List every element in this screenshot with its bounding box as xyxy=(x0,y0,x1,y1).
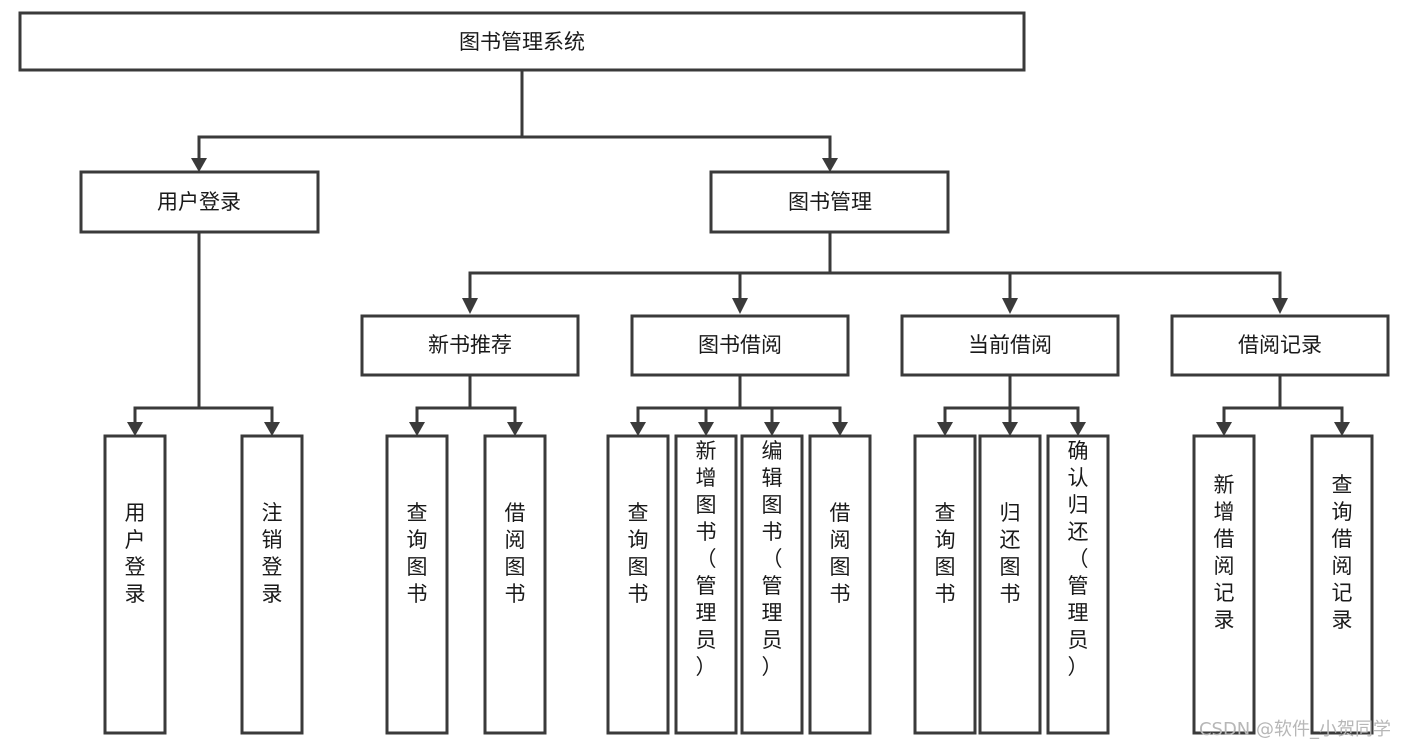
node-leaf-query-book-1-label: 查询图书 xyxy=(407,501,428,606)
node-leaf-query-book-1-box[interactable] xyxy=(385,434,449,735)
node-current-borrow-label: 当前借阅 xyxy=(968,333,1052,357)
node-leaf-confirm-return-admin-label: 确认归还（管理员） xyxy=(1068,439,1089,679)
node-leaf-query-borrow-record-label: 查询借阅记录 xyxy=(1332,473,1353,632)
node-leaf-add-borrow-record-box[interactable] xyxy=(1192,434,1256,735)
node-leaf-query-borrow-record-box[interactable] xyxy=(1310,434,1374,735)
node-leaf-add-borrow-record[interactable]: 新增借阅记录 xyxy=(1192,434,1256,735)
node-current-borrow[interactable]: 当前借阅 xyxy=(900,314,1120,377)
arrow-book-mgmt-newbook xyxy=(462,298,478,314)
node-leaf-query-book-2-box[interactable] xyxy=(606,434,670,735)
node-leaf-borrow-book-1-box[interactable] xyxy=(483,434,547,735)
node-leaf-confirm-return-admin-box[interactable] xyxy=(1046,434,1110,735)
node-book-management[interactable]: 图书管理 xyxy=(709,170,950,234)
arrow-current-l10 xyxy=(1002,422,1018,436)
connector-layer xyxy=(127,68,1350,436)
arrow-current-l9 xyxy=(937,422,953,436)
arrow-records-l12 xyxy=(1216,422,1232,436)
node-book-management-box[interactable] xyxy=(709,170,950,234)
node-leaf-borrow-book-2-box[interactable] xyxy=(808,434,872,735)
node-leaf-query-book-1[interactable]: 查询图书 xyxy=(385,434,449,735)
node-book-borrow-box[interactable] xyxy=(630,314,850,377)
node-leaf-logout-box[interactable] xyxy=(240,434,304,735)
node-leaf-add-book-admin[interactable]: 新增图书（管理员） xyxy=(674,434,738,735)
node-root-label: 图书管理系统 xyxy=(459,30,585,54)
node-leaf-user-login-box[interactable] xyxy=(103,434,167,735)
arrow-borrow-l5 xyxy=(630,422,646,436)
node-leaf-edit-book-admin-label: 编辑图书（管理员） xyxy=(762,439,783,679)
node-user-login-label: 用户登录 xyxy=(157,190,241,214)
node-leaf-query-book-3[interactable]: 查询图书 xyxy=(913,434,977,735)
arrow-book-mgmt-records xyxy=(1272,298,1288,314)
node-leaf-query-book-2[interactable]: 查询图书 xyxy=(606,434,670,735)
node-leaf-add-borrow-record-label: 新增借阅记录 xyxy=(1214,473,1235,632)
node-leaf-return-book-box[interactable] xyxy=(978,434,1042,735)
arrow-borrow-l7 xyxy=(764,422,780,436)
node-leaf-borrow-book-1-label: 借阅图书 xyxy=(505,501,526,606)
node-leaf-add-book-admin-label: 新增图书（管理员） xyxy=(696,439,717,679)
node-user-login[interactable]: 用户登录 xyxy=(79,170,320,234)
node-new-book-recommend-box[interactable] xyxy=(360,314,580,377)
arrow-user-login-l1 xyxy=(127,422,143,436)
arrow-book-mgmt-borrow xyxy=(732,298,748,314)
arrow-root-to-book-mgmt xyxy=(822,158,838,172)
node-borrow-records-box[interactable] xyxy=(1170,314,1390,377)
node-leaf-user-login[interactable]: 用户登录 xyxy=(103,434,167,735)
node-borrow-records-label: 借阅记录 xyxy=(1238,333,1322,357)
node-new-book-recommend-label: 新书推荐 xyxy=(428,333,512,357)
node-leaf-query-book-2-label: 查询图书 xyxy=(628,501,649,606)
node-leaf-user-login-label: 用户登录 xyxy=(125,501,146,606)
node-leaf-query-book-3-box[interactable] xyxy=(913,434,977,735)
arrow-borrow-l8 xyxy=(832,422,848,436)
node-leaf-return-book[interactable]: 归还图书 xyxy=(978,434,1042,735)
node-leaf-logout[interactable]: 注销登录 xyxy=(240,434,304,735)
node-current-borrow-box[interactable] xyxy=(900,314,1120,377)
node-leaf-query-borrow-record[interactable]: 查询借阅记录 xyxy=(1310,434,1374,735)
node-leaf-logout-label: 注销登录 xyxy=(262,501,283,606)
node-leaf-borrow-book-1[interactable]: 借阅图书 xyxy=(483,434,547,735)
node-leaf-borrow-book-2-label: 借阅图书 xyxy=(830,501,851,606)
node-leaf-edit-book-admin-box[interactable] xyxy=(740,434,804,735)
arrow-records-l13 xyxy=(1334,422,1350,436)
node-leaf-return-book-label: 归还图书 xyxy=(1000,501,1021,606)
node-borrow-records[interactable]: 借阅记录 xyxy=(1170,314,1390,377)
csdn-watermark: CSDN @软件_小贺同学 xyxy=(1198,719,1391,740)
arrow-book-mgmt-current xyxy=(1002,298,1018,314)
node-leaf-borrow-book-2[interactable]: 借阅图书 xyxy=(808,434,872,735)
node-user-login-box[interactable] xyxy=(79,170,320,234)
node-leaf-query-book-3-label: 查询图书 xyxy=(935,501,956,606)
arrow-root-to-user-login xyxy=(191,158,207,172)
node-leaf-confirm-return-admin[interactable]: 确认归还（管理员） xyxy=(1046,434,1110,735)
arrow-user-login-l2 xyxy=(264,422,280,436)
node-book-borrow[interactable]: 图书借阅 xyxy=(630,314,850,377)
node-leaf-add-book-admin-box[interactable] xyxy=(674,434,738,735)
node-book-borrow-label: 图书借阅 xyxy=(698,333,782,357)
arrow-newbook-l4 xyxy=(507,422,523,436)
arrow-newbook-l3 xyxy=(409,422,425,436)
node-root-box[interactable] xyxy=(18,11,1026,72)
node-book-management-label: 图书管理 xyxy=(788,190,872,214)
arrow-current-l11 xyxy=(1070,422,1086,436)
node-root[interactable]: 图书管理系统 xyxy=(18,11,1026,72)
node-new-book-recommend[interactable]: 新书推荐 xyxy=(360,314,580,377)
arrow-borrow-l6 xyxy=(698,422,714,436)
node-leaf-edit-book-admin[interactable]: 编辑图书（管理员） xyxy=(740,434,804,735)
